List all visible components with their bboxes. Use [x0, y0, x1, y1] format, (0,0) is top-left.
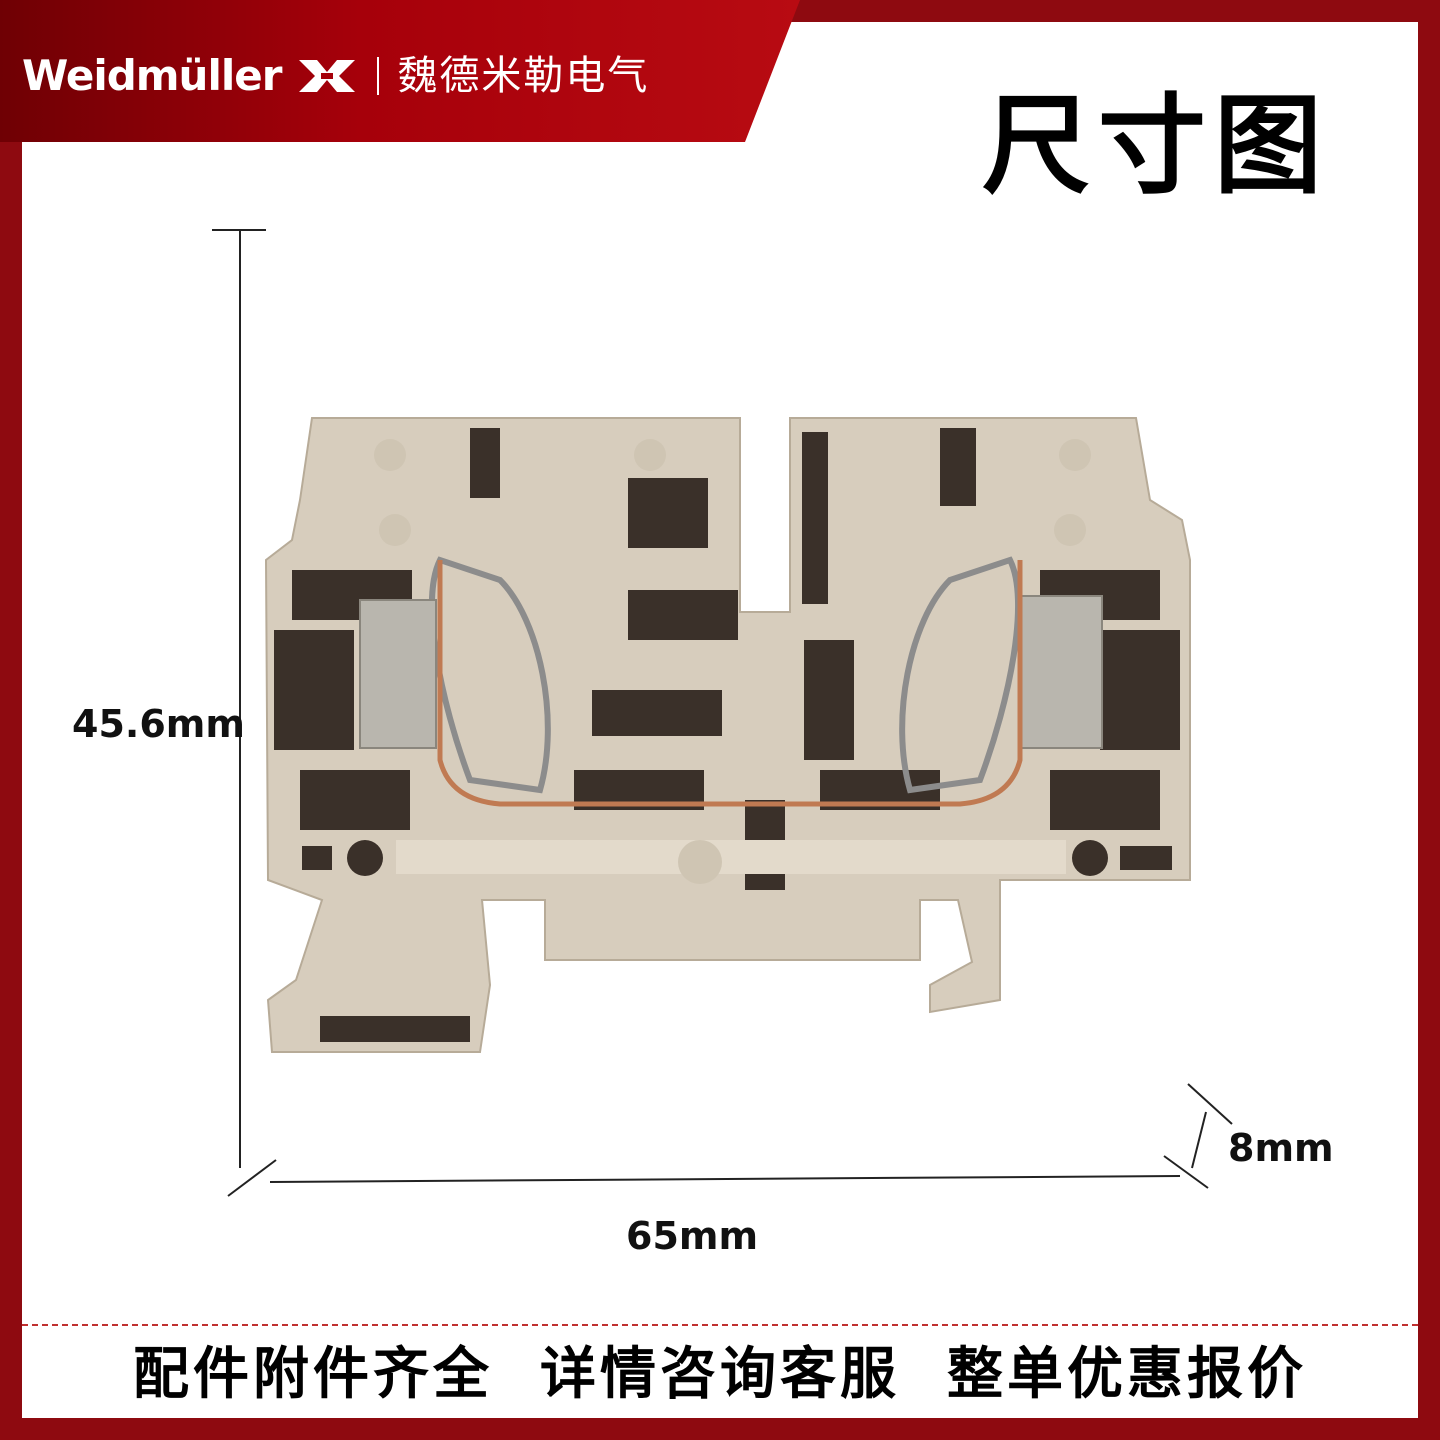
brand-chinese-name: 魏德米勒电气	[397, 53, 650, 99]
footer-divider	[22, 1324, 1418, 1326]
height-dimension-line	[212, 229, 266, 1168]
weidmuller-cross-icon	[299, 60, 356, 92]
brand-name: Weidmüller	[22, 51, 282, 100]
brand-logo: Weidmüller 魏德米勒电气	[22, 52, 649, 100]
right-clamp	[1019, 595, 1103, 749]
page-title: 尺寸图	[982, 83, 1331, 209]
footer-slogan: 配件附件齐全 详情咨询客服 整单优惠报价	[133, 1341, 1307, 1407]
width-dimension-label: 65mm	[626, 1214, 759, 1258]
width-dimension-line	[227, 1155, 1209, 1197]
depth-dimension-line	[1187, 1083, 1233, 1169]
copper-busbar	[437, 560, 1023, 807]
height-dimension-label: 45.6mm	[72, 702, 245, 746]
terminal-block-photo	[264, 417, 1191, 1053]
base-rail	[396, 840, 1066, 874]
left-clamp	[359, 599, 437, 749]
header-band	[0, 0, 800, 142]
depth-dimension-label: 8mm	[1228, 1126, 1334, 1170]
brand-separator	[377, 57, 380, 95]
